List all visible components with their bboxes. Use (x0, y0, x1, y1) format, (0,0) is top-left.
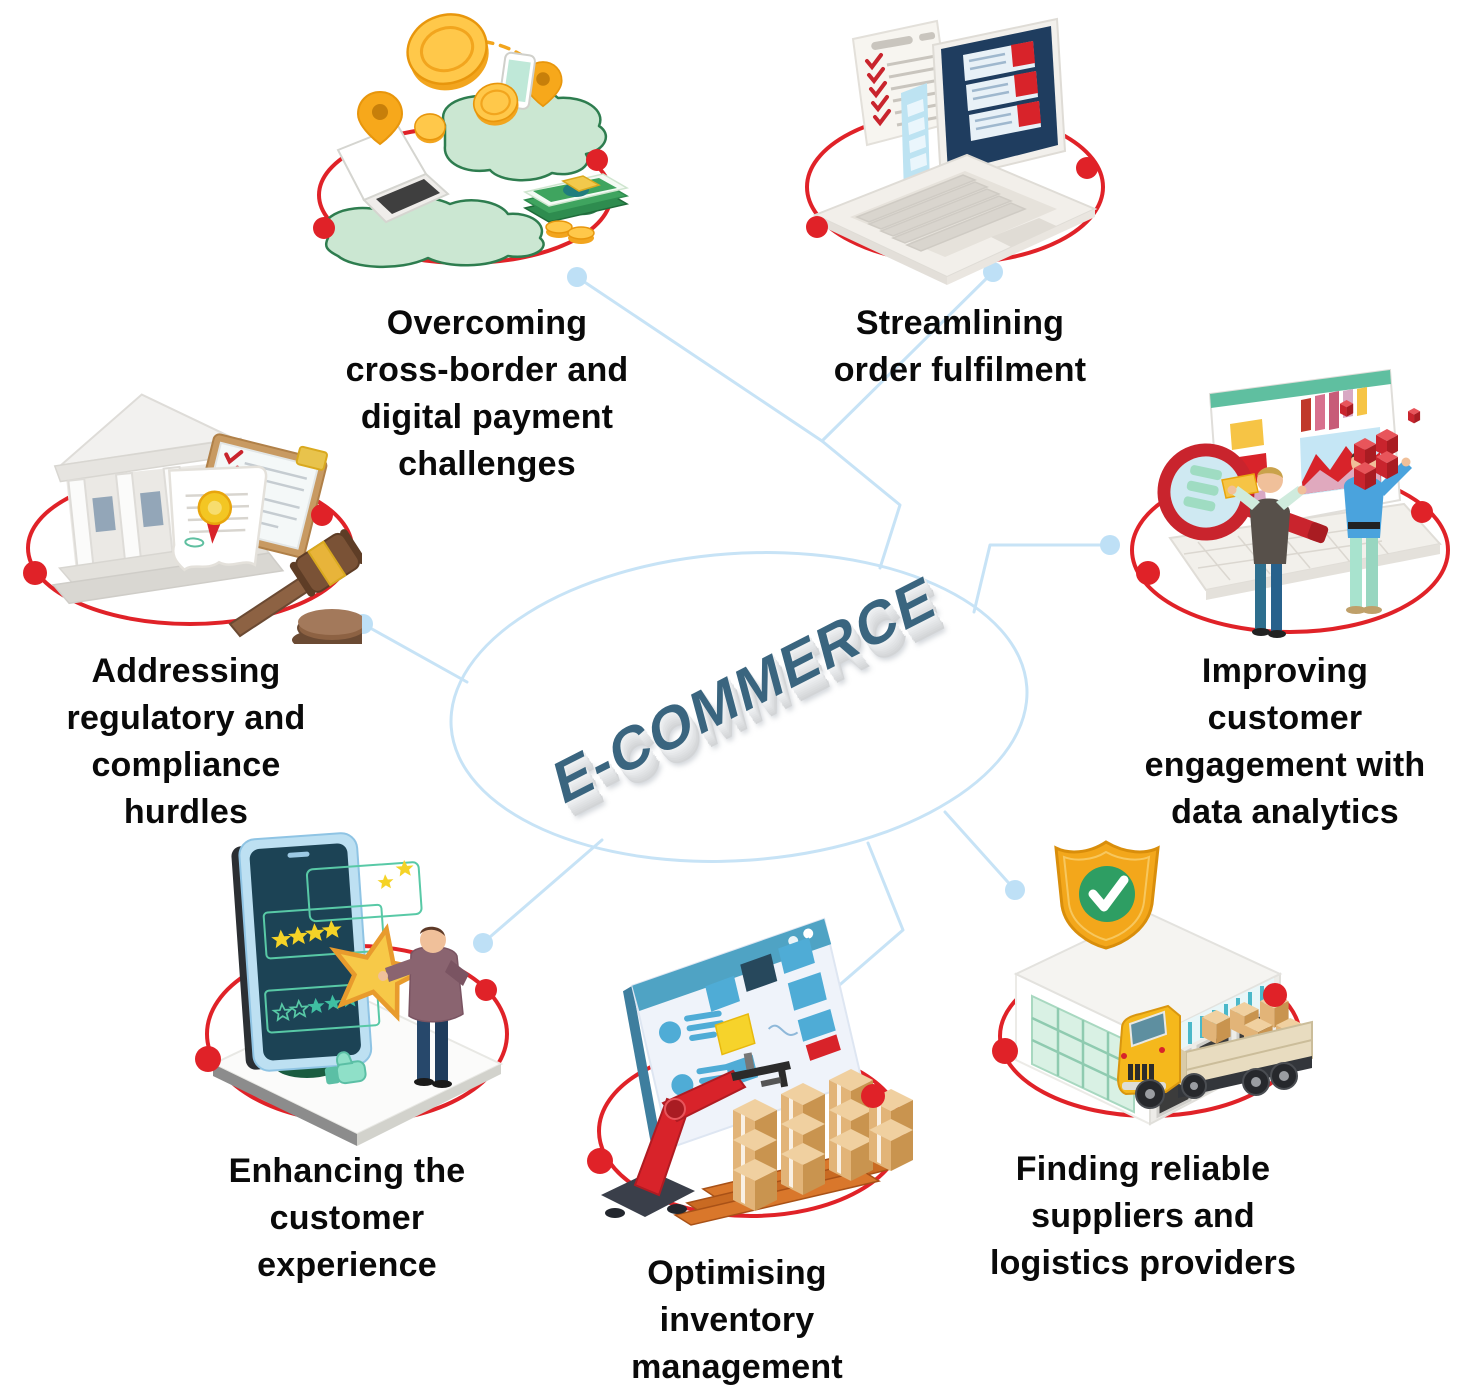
order-screen-icon (931, 17, 1067, 183)
label-inventory-management: Optimising inventory management (555, 1250, 919, 1391)
label-regulatory-compliance: Addressing regulatory and compliance hur… (4, 648, 368, 836)
label-line: customer (1207, 699, 1363, 737)
red-cubes-icon (1340, 400, 1421, 490)
label-line: hurdles (123, 793, 249, 831)
money-stack-icon (522, 173, 630, 244)
red-checkmarks (865, 53, 891, 127)
label-line: Finding reliable (1015, 1150, 1271, 1188)
label-line: Overcoming (386, 304, 588, 342)
connector-bottom-center (826, 841, 905, 997)
label-cross-border-payments: Overcoming cross-border and digital paym… (305, 300, 669, 488)
label-line: challenges (398, 445, 576, 483)
thumbs-up-icon (324, 1051, 367, 1085)
label-line: logistics providers (989, 1244, 1297, 1282)
label-order-fulfilment: Streamlining order fulfilment (778, 300, 1142, 394)
location-pin-icon (356, 90, 404, 146)
person-analyst (1221, 467, 1307, 638)
rating-phone-icon (231, 832, 423, 1072)
label-line: inventory (659, 1301, 815, 1339)
label-line: Improving (1201, 652, 1369, 690)
label-line: Streamlining (855, 304, 1065, 342)
delivery-truck-icon (1116, 994, 1313, 1109)
label-line: regulatory and (66, 699, 306, 737)
regulatory-compliance-illustration (23, 393, 362, 644)
inventory-management-illustration (587, 917, 913, 1226)
label-line: experience (257, 1246, 437, 1284)
label-suppliers-logistics: Finding reliable suppliers and logistics… (931, 1146, 1355, 1287)
connector-bottom-right (943, 810, 1017, 892)
label-line: engagement with (1144, 746, 1426, 784)
label-line: Optimising (647, 1254, 827, 1292)
label-line: compliance (91, 746, 281, 784)
label-line: order fulfilment (833, 351, 1087, 389)
label-line: Addressing (91, 652, 281, 690)
label-line: Enhancing the (228, 1152, 466, 1190)
customer-experience-illustration (195, 832, 509, 1146)
label-line: data analytics (1171, 793, 1399, 831)
laptop-icon (336, 124, 450, 224)
label-customer-experience: Enhancing the customer experience (165, 1148, 529, 1289)
robot-arm-icon (601, 1052, 791, 1218)
label-line: cross-border and (345, 351, 629, 389)
connector-left (361, 622, 469, 684)
label-data-analytics: Improving customer engagement with data … (1093, 648, 1463, 836)
connector-right (972, 543, 1112, 614)
coin-icon (414, 113, 446, 144)
label-line: suppliers and (1031, 1197, 1255, 1235)
gavel-icon (228, 529, 362, 644)
order-fulfilment-illustration (805, 17, 1105, 285)
coin-icon (406, 13, 489, 91)
laptop-icon (812, 153, 1098, 285)
label-line: digital payment (360, 398, 614, 436)
connector-bottom-left (481, 838, 604, 945)
cross-border-payments-illustration (313, 13, 630, 269)
person-customer (378, 926, 469, 1088)
connector-top-stem (820, 439, 902, 570)
coin-icon (472, 82, 519, 126)
label-line: customer (269, 1199, 425, 1237)
suppliers-logistics-illustration (992, 840, 1313, 1126)
label-line: management (631, 1348, 843, 1386)
certificate-scroll-icon (167, 465, 268, 572)
shield-check-icon (1054, 840, 1160, 950)
data-analytics-illustration (1130, 368, 1450, 638)
